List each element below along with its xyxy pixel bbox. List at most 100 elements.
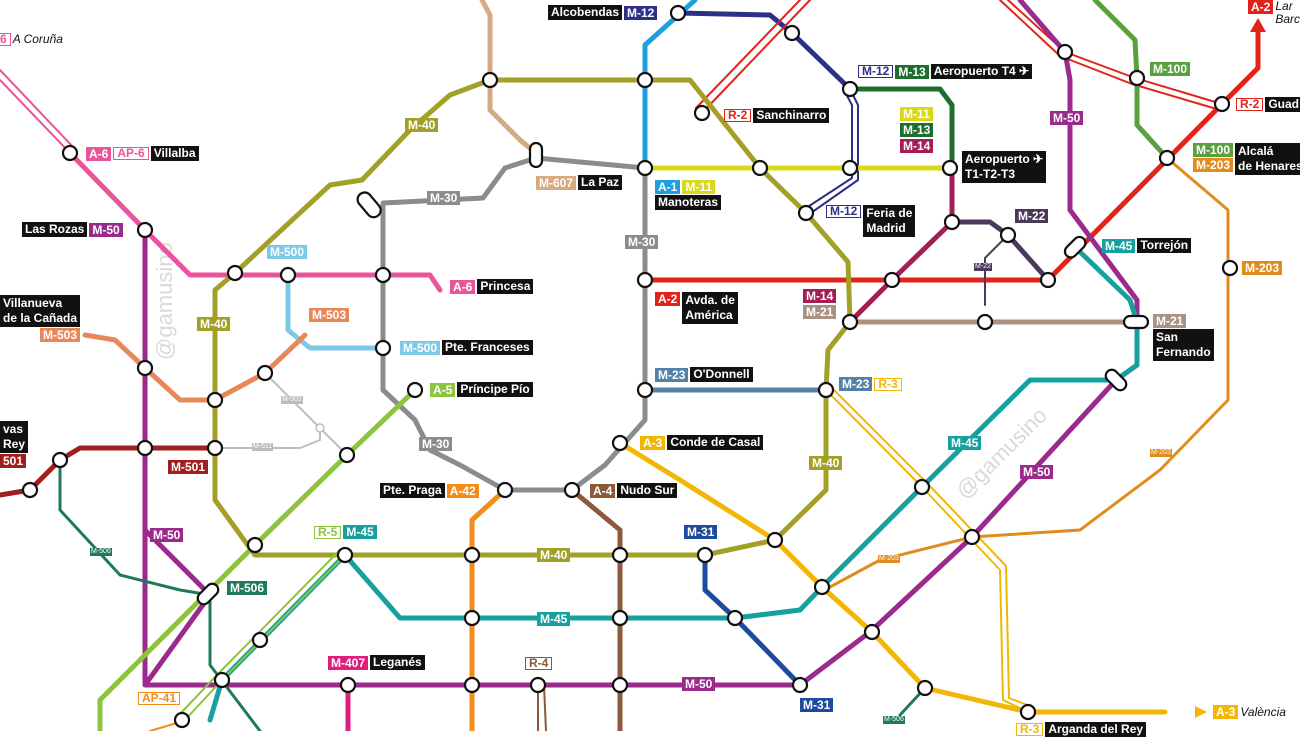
station-m50-r5[interactable] <box>251 631 269 649</box>
station-aeropuerto-t123[interactable] <box>941 159 959 177</box>
station-la-paz[interactable] <box>528 141 544 169</box>
station-m30-m40-nw[interactable] <box>355 190 384 220</box>
route-r3 <box>825 389 1031 713</box>
station-m501-m506[interactable] <box>51 451 69 469</box>
station-m11-m12[interactable] <box>841 159 859 177</box>
label-m11-stack: M-11 M-13 M-14 <box>900 107 934 153</box>
station-m50-r4[interactable] <box>529 676 547 694</box>
station-a2-m22[interactable] <box>1039 271 1057 289</box>
station-m40-a4[interactable] <box>611 546 629 564</box>
station-m45-a4[interactable] <box>611 609 629 627</box>
station-arganda[interactable] <box>1019 703 1037 721</box>
station-m45-m31[interactable] <box>726 609 744 627</box>
station-america[interactable] <box>636 271 654 289</box>
label-m50-sw: M-50 <box>150 528 184 542</box>
station-a6-m30[interactable] <box>374 266 392 284</box>
station-m40-m503[interactable] <box>206 391 224 409</box>
station-m40-a1[interactable] <box>636 71 654 89</box>
station-las-rozas[interactable] <box>136 221 154 239</box>
badge-r2-guadalajara: R-2 <box>1236 98 1264 111</box>
a2-arrow <box>1250 18 1266 32</box>
station-m50-a42[interactable] <box>463 676 481 694</box>
station-m40-m501[interactable] <box>206 439 224 457</box>
station-conde-casal[interactable] <box>611 434 629 452</box>
station-feria[interactable] <box>797 204 815 222</box>
route-m31 <box>702 552 803 688</box>
station-ap41[interactable] <box>173 711 191 729</box>
label-leganes: M-407 Leganés <box>328 655 425 670</box>
station-a3-m40[interactable] <box>766 531 784 549</box>
station-m45-m50-e[interactable] <box>1103 367 1128 392</box>
station-a3-m506[interactable] <box>916 679 934 697</box>
station-nudo-sur[interactable] <box>563 481 581 499</box>
name-torrejon: Torrejón <box>1137 238 1192 253</box>
station-m11-m40[interactable] <box>751 159 769 177</box>
station-m40-a42[interactable] <box>463 546 481 564</box>
station-pte-franceses[interactable] <box>374 339 392 357</box>
badge-m50-sw: M-50 <box>150 528 184 542</box>
station-m40-m45[interactable] <box>336 546 354 564</box>
station-m21-m40[interactable] <box>841 313 859 331</box>
station-a6-m40[interactable] <box>226 264 244 282</box>
station-a5-m40[interactable] <box>246 536 264 554</box>
station-pte-praga[interactable] <box>496 481 514 499</box>
station-m40-m607[interactable] <box>481 71 499 89</box>
station-principe-pio[interactable] <box>406 381 424 399</box>
station-guadalajara[interactable] <box>1213 95 1231 113</box>
station-m501-w[interactable] <box>21 481 39 499</box>
station-m40-m31[interactable] <box>696 546 714 564</box>
label-m100: M-100 <box>1150 62 1191 76</box>
station-a6-m500[interactable] <box>279 266 297 284</box>
station-m21-m22[interactable] <box>976 313 994 331</box>
station-m45-r3[interactable] <box>913 478 931 496</box>
label-villanueva: Villanueva de la Cañada M-503 <box>0 295 81 342</box>
station-a3-m45[interactable] <box>813 578 831 596</box>
station-alcala[interactable] <box>1158 149 1176 167</box>
station-alcobendas[interactable] <box>669 4 687 22</box>
station-a5-m502[interactable] <box>338 446 356 464</box>
name-alcala-1: Alcalá <box>1238 144 1300 159</box>
badge-m45-r5: M-45 <box>343 525 377 539</box>
station-m14-m22[interactable] <box>943 213 961 231</box>
station-m12-r2[interactable] <box>783 24 801 42</box>
watermark-2: @gamusino <box>951 403 1052 504</box>
station-m50-a4[interactable] <box>611 676 629 694</box>
route-m45 <box>207 247 1140 723</box>
station-m22[interactable] <box>999 226 1017 244</box>
station-aeropuerto-t4[interactable] <box>841 80 859 98</box>
station-m503-m502[interactable] <box>256 364 274 382</box>
station-san-fernando[interactable] <box>1122 314 1150 330</box>
name-princesa: Princesa <box>477 279 534 294</box>
badge-m30-n: M-30 <box>427 191 461 205</box>
station-m50-r2[interactable] <box>1056 43 1074 61</box>
station-a2-m14[interactable] <box>883 271 901 289</box>
badge-m100-alcala: M-100 <box>1193 143 1234 157</box>
station-manoteras[interactable] <box>636 159 654 177</box>
station-odonnell[interactable] <box>636 381 654 399</box>
station-leganes[interactable] <box>339 676 357 694</box>
station-m50-m501[interactable] <box>136 439 154 457</box>
badge-m11-stack: M-11 <box>900 107 933 121</box>
badge-m40-w: M-40 <box>197 317 231 331</box>
label-r4: R-4 <box>525 657 553 670</box>
station-m506-r5[interactable] <box>213 671 231 689</box>
badge-m30-sw: M-30 <box>419 437 453 451</box>
name-feria-1: Feria de <box>866 206 913 221</box>
station-villalba[interactable] <box>61 144 79 162</box>
station-m50-m503[interactable] <box>136 359 154 377</box>
station-m50-m506[interactable] <box>195 581 220 606</box>
station-torrejon[interactable] <box>1062 234 1087 259</box>
station-m50-m31[interactable] <box>791 676 809 694</box>
station-m203-e[interactable] <box>1221 259 1239 277</box>
station-m23-m40[interactable] <box>817 381 835 399</box>
station-m45-a42[interactable] <box>463 609 481 627</box>
station-a3-m50[interactable] <box>863 623 881 641</box>
station-sanchinarro[interactable] <box>693 104 711 122</box>
station-m50-m203[interactable] <box>963 528 981 546</box>
name-san-fernando-1: San <box>1156 330 1211 345</box>
badge-m502: M-502 <box>281 396 303 404</box>
station-m100-r2[interactable] <box>1128 69 1146 87</box>
name-la-paz: La Paz <box>578 175 623 190</box>
station-m502-junction[interactable] <box>315 423 325 433</box>
dest-valencia: València <box>1240 705 1286 719</box>
